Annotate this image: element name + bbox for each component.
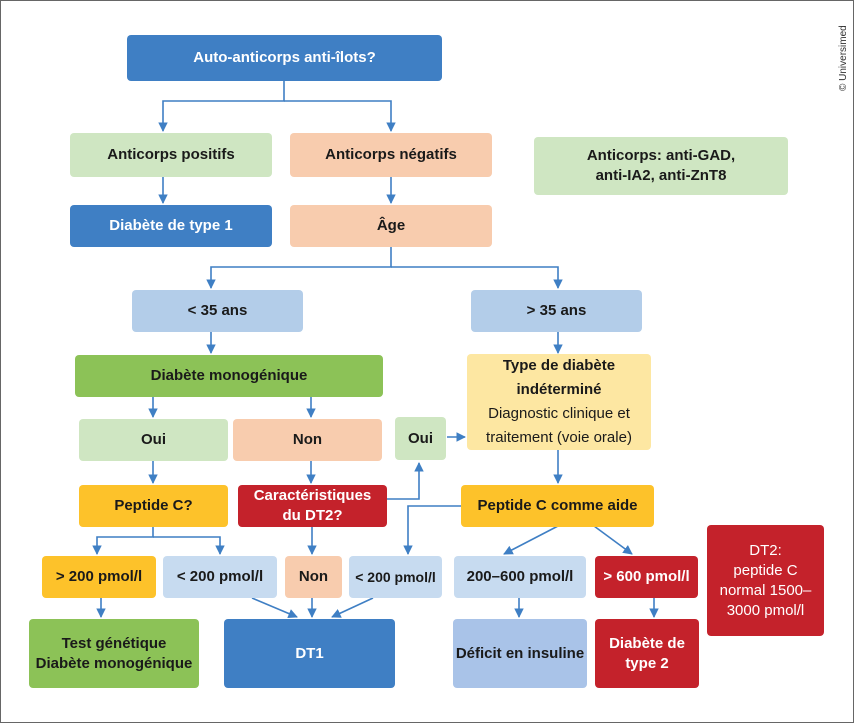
node-label: Auto-anticorps anti-îlots? — [193, 49, 376, 66]
node-label-line: du DT2? — [282, 507, 343, 524]
node-label: Peptide C comme aide — [477, 497, 638, 514]
node-undetermined-diabetes: Type de diabète indéterminé Diagnostic c… — [467, 354, 651, 450]
node-label: < 200 pmol/l — [176, 568, 264, 585]
node-title-line: Type de diabète — [502, 357, 616, 374]
note-line: peptide C — [733, 561, 798, 579]
note-line: DT2: — [749, 541, 782, 559]
note-antibody-types: Anticorps: anti-GAD, anti-IA2, anti-ZnT8 — [534, 137, 788, 195]
node-monogenic-diabetes: Diabète monogénique — [75, 355, 383, 397]
node-type2-diabetes: Diabète de type 2 — [595, 619, 699, 688]
node-label: > 200 pmol/l — [55, 568, 143, 585]
connector-cpeptide-aid-to-200-600 — [503, 525, 559, 555]
note-line: normal 1500– — [719, 581, 812, 599]
node-antibodies-positive: Anticorps positifs — [70, 133, 272, 177]
node-under-35: < 35 ans — [132, 290, 303, 332]
node-over-35: > 35 ans — [471, 290, 642, 332]
node-label: Non — [292, 431, 323, 448]
node-label: Peptide C? — [114, 497, 193, 514]
node-label: Anticorps positifs — [107, 146, 235, 163]
node-under-200-pmol-b: < 200 pmol/l — [349, 556, 442, 598]
connector-cpeptide-to-under200 — [153, 536, 225, 555]
node-type1-diabetes: Diabète de type 1 — [70, 205, 272, 247]
node-over-600-pmol: > 600 pmol/l — [595, 556, 698, 598]
connector-cpeptide-aid-to-over600 — [593, 525, 633, 555]
node-label-line: Diabète de — [609, 634, 685, 652]
node-dt1: DT1 — [224, 619, 395, 688]
node-label: 200–600 pmol/l — [466, 568, 574, 585]
node-label: Oui — [408, 429, 433, 447]
node-antibodies-negative: Anticorps négatifs — [290, 133, 492, 177]
node-label: > 600 pmol/l — [603, 568, 690, 585]
node-monogenic-yes: Oui — [79, 419, 228, 461]
note-line: Anticorps: anti-GAD, — [586, 147, 736, 164]
node-monogenic-no: Non — [233, 419, 382, 461]
node-label: Âge — [376, 217, 406, 234]
node-label: Anticorps négatifs — [325, 146, 457, 163]
node-body-line: Diagnostic clinique et — [488, 405, 630, 422]
connector-under200b-to-dt1 — [331, 597, 374, 618]
node-label-line: Test génétique — [61, 634, 167, 652]
node-label: < 200 pmol/l — [355, 569, 436, 585]
copyright-notice: © Universimed — [838, 25, 849, 91]
connector-cpeptide-to-over200 — [92, 527, 154, 555]
node-label-line: Diabète monogénique — [35, 654, 193, 672]
connector-root-to-negative — [284, 100, 396, 132]
connector-cpeptide-aid-to-under200 — [403, 505, 461, 555]
node-c-peptide-question: Peptide C? — [79, 485, 228, 527]
node-age: Âge — [290, 205, 492, 247]
connector-age-to-under35 — [206, 247, 392, 289]
node-label: Oui — [141, 431, 166, 448]
node-200-600-pmol: 200–600 pmol/l — [454, 556, 586, 598]
node-label: Diabète monogénique — [150, 367, 308, 384]
node-title-line: indéterminé — [516, 381, 602, 398]
connector-root-to-positive — [158, 81, 285, 132]
node-label: DT1 — [295, 644, 324, 662]
node-label-line: Caractéristiques — [253, 487, 372, 504]
node-label: Déficit en insuline — [455, 644, 585, 662]
connector-dt2-features-to-yes — [387, 462, 424, 500]
note-line: anti-IA2, anti-ZnT8 — [595, 167, 727, 184]
node-label: < 35 ans — [187, 302, 248, 319]
node-label: Diabète de type 1 — [109, 217, 233, 234]
node-label: > 35 ans — [526, 302, 587, 319]
connector-under200-to-dt1 — [251, 597, 298, 619]
node-label-line: type 2 — [625, 654, 669, 672]
node-anti-islet-autoantibodies: Auto-anticorps anti-îlots? — [127, 35, 442, 81]
node-dt2-features-question: Caractéristiques du DT2? — [238, 485, 387, 527]
connector-age-to-over35 — [391, 266, 563, 289]
node-dt2-features-no: Non — [285, 556, 342, 598]
node-label: Non — [298, 568, 329, 585]
node-genetic-test: Test génétique Diabète monogénique — [29, 619, 199, 688]
node-under-200-pmol-a: < 200 pmol/l — [163, 556, 277, 598]
node-insulin-deficiency: Déficit en insuline — [453, 619, 587, 688]
node-over-200-pmol: > 200 pmol/l — [42, 556, 156, 598]
node-c-peptide-aid: Peptide C comme aide — [461, 485, 654, 527]
note-line: 3000 pmol/l — [726, 601, 805, 619]
node-body-line: traitement (voie orale) — [486, 429, 632, 446]
node-dt2-features-yes: Oui — [395, 417, 446, 460]
note-dt2-c-peptide: DT2: peptide C normal 1500– 3000 pmol/l — [707, 525, 824, 636]
